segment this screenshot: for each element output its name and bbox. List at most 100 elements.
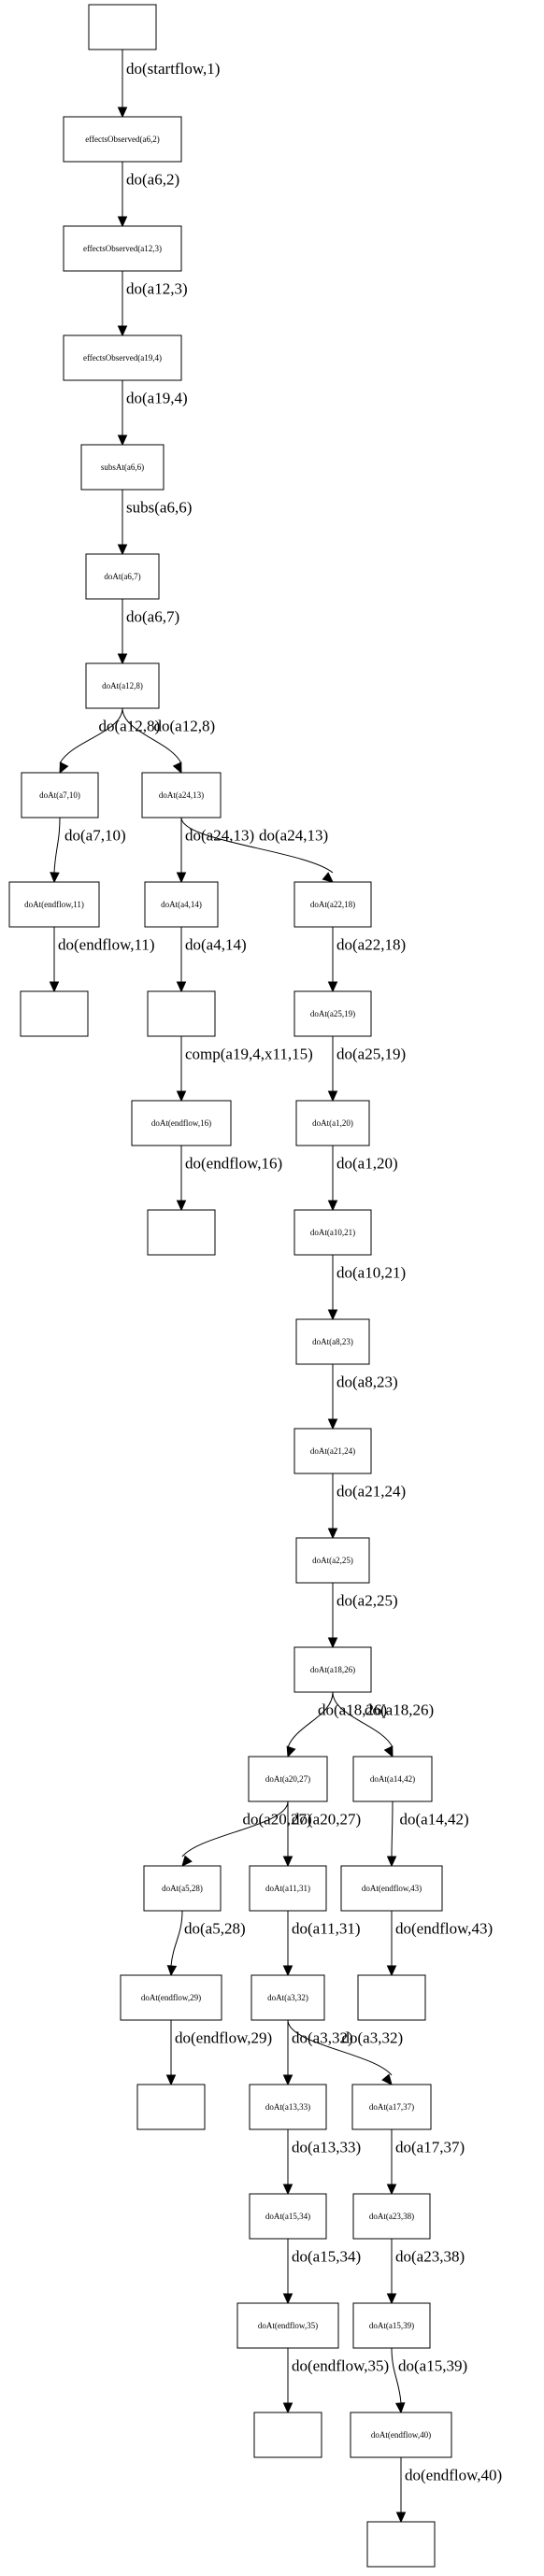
node-label: doAt(endflow,35) bbox=[258, 2321, 318, 2330]
node-box bbox=[352, 2193, 431, 2240]
node-label: doAt(a7,10) bbox=[39, 790, 80, 800]
edge-label: do(endflow,16) bbox=[185, 1155, 282, 1173]
node-box bbox=[249, 2193, 327, 2240]
edge: do(a23,38) bbox=[386, 2239, 465, 2305]
node-label: doAt(endflow,40) bbox=[371, 2430, 431, 2440]
node-box bbox=[350, 2412, 452, 2458]
state-node: doAt(a23,38) bbox=[352, 2193, 431, 2240]
node-label: doAt(a22,18) bbox=[310, 900, 355, 909]
edge-line bbox=[122, 707, 182, 764]
edge-line bbox=[391, 1800, 394, 1857]
state-node: doAt(endflow,43) bbox=[340, 1865, 443, 1912]
node-box bbox=[63, 116, 182, 163]
node-box bbox=[131, 1100, 232, 1146]
edge: do(endflow,43) bbox=[386, 1911, 493, 1977]
edge: do(a7,10) bbox=[50, 817, 126, 884]
edge: do(a1,20) bbox=[327, 1146, 398, 1212]
arrowhead bbox=[282, 1856, 293, 1868]
state-node bbox=[147, 1209, 216, 1256]
edge-line bbox=[181, 1800, 289, 1857]
arrowhead bbox=[282, 2402, 293, 2414]
arrowhead bbox=[176, 981, 187, 993]
edge-label: do(startflow,1) bbox=[126, 60, 220, 78]
edge-label: do(a12,8) bbox=[99, 718, 161, 735]
edge-label: do(a24,13) bbox=[259, 827, 328, 845]
state-node: doAt(a15,39) bbox=[352, 2302, 431, 2349]
node-box bbox=[340, 1865, 443, 1912]
edge-line bbox=[391, 2347, 402, 2404]
state-node bbox=[366, 2521, 436, 2568]
edge: do(a22,18) bbox=[327, 927, 406, 993]
arrowhead bbox=[50, 872, 60, 884]
edge-label: do(endflow,40) bbox=[405, 2467, 502, 2484]
edge-label: do(a4,14) bbox=[185, 936, 247, 954]
edge: do(a18,26) bbox=[286, 1691, 387, 1758]
edge: do(a15,39) bbox=[391, 2347, 467, 2414]
arrowhead bbox=[286, 1745, 296, 1758]
node-box bbox=[293, 990, 372, 1037]
edge-label: do(a25,19) bbox=[336, 1046, 406, 1063]
node-box bbox=[147, 1209, 216, 1256]
edge-line bbox=[332, 1691, 394, 1748]
node-box bbox=[352, 1756, 433, 1802]
edge: do(a19,4) bbox=[117, 380, 188, 447]
edge: do(a3,32) bbox=[282, 2020, 353, 2086]
node-box bbox=[251, 1974, 325, 2021]
arrowhead bbox=[117, 544, 128, 556]
edge: do(endflow,11) bbox=[49, 927, 155, 993]
node-label: doAt(a20,27) bbox=[265, 1774, 310, 1784]
node-box bbox=[253, 2412, 322, 2458]
edge: do(a20,27) bbox=[282, 1801, 361, 1868]
node-box bbox=[249, 1865, 327, 1912]
edge-line bbox=[53, 817, 61, 874]
node-box bbox=[248, 1756, 328, 1802]
node-label: doAt(a11,31) bbox=[265, 1884, 310, 1893]
arrowhead bbox=[176, 1090, 187, 1103]
state-node: doAt(endflow,11) bbox=[8, 881, 100, 928]
node-label: doAt(a13,33) bbox=[265, 2102, 310, 2112]
node-label: doAt(a18,26) bbox=[310, 1665, 355, 1674]
state-node: doAt(a17,37) bbox=[351, 2084, 432, 2130]
state-node: doAt(a8,23) bbox=[295, 1318, 370, 1365]
arrowhead bbox=[117, 434, 128, 447]
node-label: effectsObserved(a6,2) bbox=[85, 135, 160, 144]
arrowhead bbox=[327, 1528, 338, 1540]
edge-label: do(endflow,43) bbox=[395, 1920, 493, 1938]
state-node: doAt(a21,24) bbox=[293, 1428, 372, 1474]
node-label: doAt(a14,42) bbox=[370, 1774, 415, 1784]
node-box bbox=[352, 2302, 431, 2349]
arrowhead bbox=[172, 761, 182, 775]
node-label: doAt(a5,28) bbox=[162, 1884, 203, 1893]
edge: do(a18,26) bbox=[332, 1691, 434, 1758]
state-node bbox=[20, 990, 89, 1037]
state-node: effectsObserved(a6,2) bbox=[63, 116, 182, 163]
arrowhead bbox=[181, 1855, 193, 1867]
state-node: doAt(a22,18) bbox=[293, 881, 372, 928]
edge-label: do(a12,3) bbox=[126, 280, 188, 298]
edge-label: do(a20,27) bbox=[243, 1811, 312, 1829]
node-box bbox=[141, 772, 222, 818]
edge: do(endflow,35) bbox=[282, 2348, 389, 2414]
edge-label: do(a17,37) bbox=[395, 2139, 465, 2156]
edge-label: do(a1,20) bbox=[336, 1155, 398, 1173]
node-label: doAt(a24,13) bbox=[159, 790, 204, 800]
arrowhead bbox=[59, 761, 69, 775]
edge: do(endflow,40) bbox=[395, 2457, 502, 2524]
node-box bbox=[236, 2302, 339, 2349]
edge: do(a13,33) bbox=[282, 2129, 361, 2196]
edge-line bbox=[180, 817, 334, 874]
edge-label: do(a3,32) bbox=[292, 2029, 353, 2047]
arrowhead bbox=[322, 872, 334, 883]
edge-label: do(a14,42) bbox=[400, 1811, 469, 1829]
arrowhead bbox=[117, 216, 128, 228]
state-node: doAt(a14,42) bbox=[352, 1756, 433, 1802]
node-label: doAt(endflow,11) bbox=[24, 900, 84, 909]
node-box bbox=[147, 990, 216, 1037]
node-box bbox=[88, 4, 157, 50]
edge-label: do(endflow,11) bbox=[58, 936, 155, 954]
state-node bbox=[253, 2412, 322, 2458]
state-node: doAt(endflow,16) bbox=[131, 1100, 232, 1146]
node-box bbox=[295, 1537, 370, 1584]
node-label: doAt(a17,37) bbox=[369, 2102, 414, 2112]
state-node: doAt(endflow,29) bbox=[120, 1974, 222, 2021]
